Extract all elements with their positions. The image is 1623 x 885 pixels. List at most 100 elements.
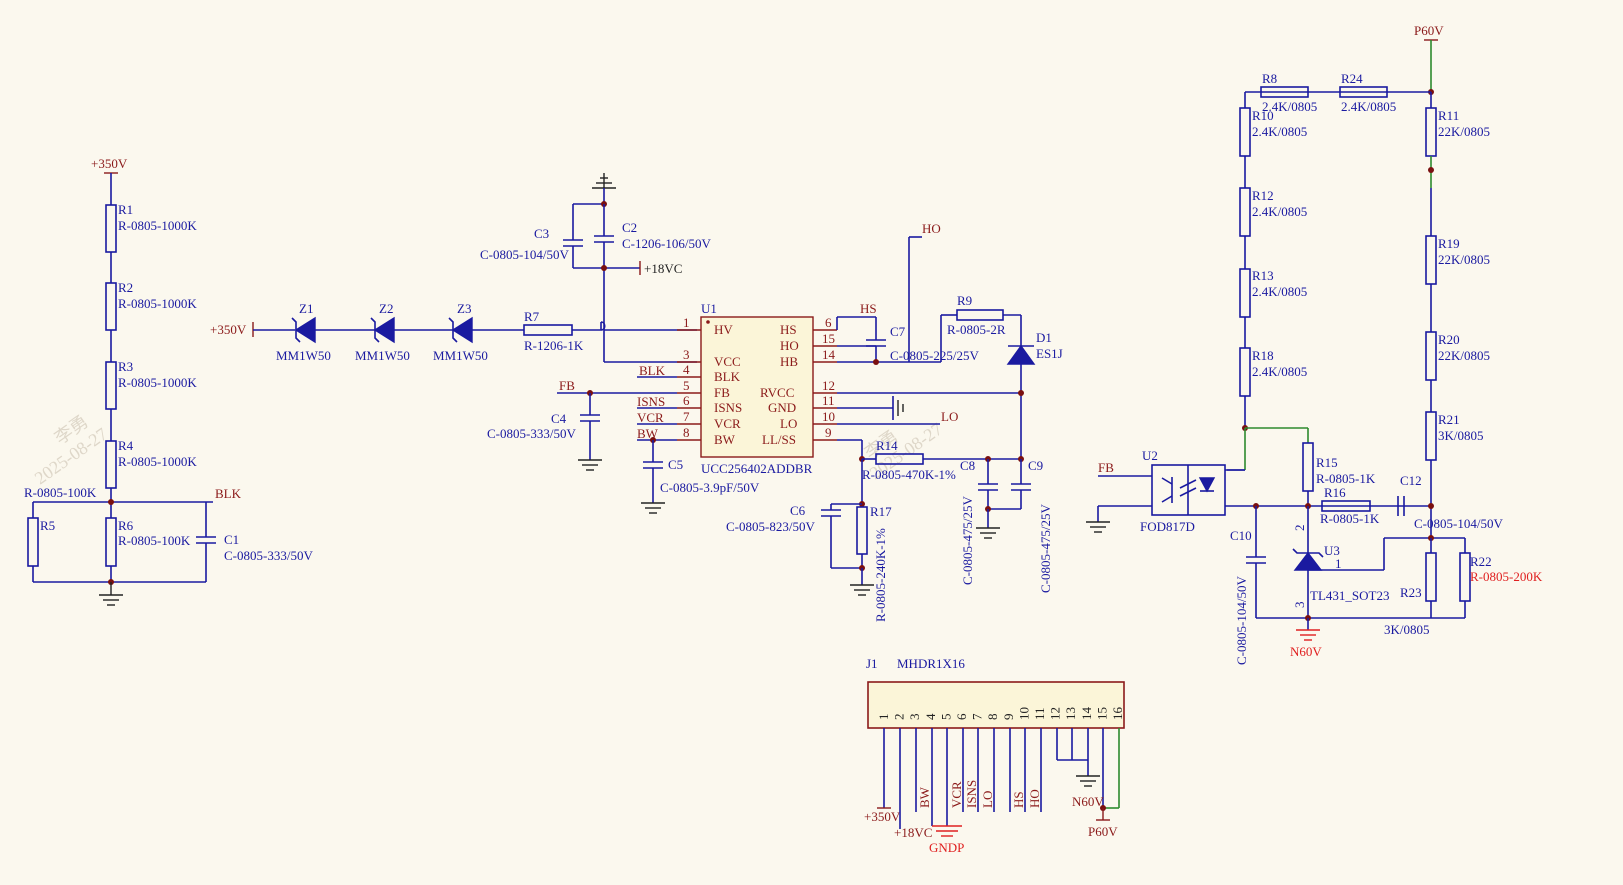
u1-pin6r-num: 6 xyxy=(825,315,832,330)
u1-pin-hs: HS xyxy=(780,322,797,337)
u1-pin-llss: LL/SS xyxy=(762,432,796,447)
c10-ref: C10 xyxy=(1230,528,1252,543)
r16-value: R-0805-1K xyxy=(1320,511,1380,526)
net-label-350v-mid: +350V xyxy=(210,322,247,337)
u1-pin12-num: 12 xyxy=(822,378,835,393)
c6-ref: C6 xyxy=(790,503,806,518)
zener-z3 xyxy=(451,316,473,344)
r15-ref: R15 xyxy=(1316,455,1338,470)
r19-value: 22K/0805 xyxy=(1438,252,1490,267)
net-label-350v-top: +350V xyxy=(91,156,128,171)
j1-pin-number: 12 xyxy=(1048,707,1063,720)
u1-right-pins: 6 15 14 12 11 10 9 HS HO HB RVCC GND LO … xyxy=(760,315,837,447)
u3-pin3: 3 xyxy=(1292,602,1307,609)
net-label-18vc-top: +18VC xyxy=(644,261,682,276)
controller-section: R7 R-1206-1K +18VC C3 C-0805-104/50V C2 … xyxy=(480,173,1063,622)
net-label-fb-right: FB xyxy=(1098,460,1114,475)
resistor-r11 xyxy=(1425,107,1437,157)
r21-value: 3K/0805 xyxy=(1438,428,1484,443)
net-label-isns: ISNS xyxy=(637,394,665,409)
resistor-r19 xyxy=(1425,235,1437,285)
resistor-r20 xyxy=(1425,331,1437,381)
c9-value: C-0805-475/25V xyxy=(1038,504,1053,593)
net-label-hs: HS xyxy=(860,301,877,316)
r10-value: 2.4K/0805 xyxy=(1252,124,1307,139)
r1-ref: R1 xyxy=(118,202,133,217)
u1-pin-lo: LO xyxy=(780,416,797,431)
u1-pin3-num: 3 xyxy=(683,347,690,362)
r5-value: R-0805-100K xyxy=(24,485,97,500)
gndp-symbol xyxy=(932,825,962,837)
r23-value: 3K/0805 xyxy=(1384,622,1430,637)
resistor-r9 xyxy=(956,309,1004,321)
r17-ref: R17 xyxy=(870,504,892,519)
r6-ref: R6 xyxy=(118,518,134,533)
r16-ref: R16 xyxy=(1324,485,1346,500)
resistor-r6 xyxy=(105,517,117,567)
net-label-hs-j1: HS xyxy=(1011,791,1026,808)
r24-ref: R24 xyxy=(1341,71,1363,86)
resistor-r3 xyxy=(105,361,117,410)
diode-d1 xyxy=(1006,344,1036,365)
net-label-blk-left: BLK xyxy=(215,486,242,501)
c1-ref: C1 xyxy=(224,532,239,547)
u1-pin15-num: 15 xyxy=(822,331,835,346)
r24-value: 2.4K/0805 xyxy=(1341,99,1396,114)
u1-pin6-num: 6 xyxy=(683,393,690,408)
r20-ref: R20 xyxy=(1438,332,1460,347)
ground-symbol-u2 xyxy=(1086,521,1110,533)
u3-ref: U3 xyxy=(1324,543,1340,558)
r11-value: 22K/0805 xyxy=(1438,124,1490,139)
net-label-vcr: VCR xyxy=(637,410,664,425)
u1-pin-hb: HB xyxy=(780,354,798,369)
r8-value: 2.4K/0805 xyxy=(1262,99,1317,114)
c4-ref: C4 xyxy=(551,411,567,426)
r2-ref: R2 xyxy=(118,280,133,295)
r3-ref: R3 xyxy=(118,359,133,374)
ground-symbol-c4 xyxy=(578,459,602,471)
resistor-r13 xyxy=(1239,268,1251,318)
r22-ref: R22 xyxy=(1470,554,1492,569)
r23-ref: R23 xyxy=(1400,585,1422,600)
c10-value: C-0805-104/50V xyxy=(1234,576,1249,665)
ground-symbol-left xyxy=(99,582,123,606)
resistor-r12 xyxy=(1239,187,1251,237)
j1-pin-number: 3 xyxy=(907,714,922,721)
r12-value: 2.4K/0805 xyxy=(1252,204,1307,219)
zener-z2 xyxy=(373,316,395,344)
resistor-r17 xyxy=(856,506,868,555)
r7-ref: R7 xyxy=(524,309,540,324)
c3-value: C-0805-104/50V xyxy=(480,247,569,262)
c5-value: C-0805-3.9pF/50V xyxy=(660,480,760,495)
net-label-n60v-j1: N60V xyxy=(1072,794,1104,809)
u1-pin-rvcc: RVCC xyxy=(760,385,794,400)
c2-value: C-1206-106/50V xyxy=(622,236,711,251)
r3-value: R-0805-1000K xyxy=(118,375,197,390)
j1-pin-number: 2 xyxy=(892,714,907,721)
j1-pin-number: 7 xyxy=(970,713,985,720)
j1-ref: J1 xyxy=(866,656,878,671)
r15-value: R-0805-1K xyxy=(1316,471,1376,486)
r12-ref: R12 xyxy=(1252,188,1274,203)
resistor-r21 xyxy=(1425,411,1437,461)
r11-ref: R11 xyxy=(1438,108,1459,123)
net-label-p60v-top: P60V xyxy=(1414,23,1444,38)
resistor-r23 xyxy=(1425,552,1437,602)
r9-ref: R9 xyxy=(957,293,972,308)
net-label-350v-j1: +350V xyxy=(864,809,901,824)
r18-ref: R18 xyxy=(1252,348,1274,363)
u1-pin-gnd: GND xyxy=(768,400,796,415)
c5-ref: C5 xyxy=(668,457,683,472)
r5-ref: R5 xyxy=(40,518,55,533)
net-label-ho-j1: HO xyxy=(1027,789,1042,808)
net-label-lo: LO xyxy=(941,409,958,424)
resistor-r16 xyxy=(1321,500,1371,512)
u1-part: UCC256402ADDBR xyxy=(701,461,813,476)
u1-pin11-num: 11 xyxy=(822,393,835,408)
z2-ref: Z2 xyxy=(379,301,393,316)
r19-ref: R19 xyxy=(1438,236,1460,251)
c8-ref: C8 xyxy=(960,458,975,473)
j1-pin-number: 6 xyxy=(954,713,969,720)
